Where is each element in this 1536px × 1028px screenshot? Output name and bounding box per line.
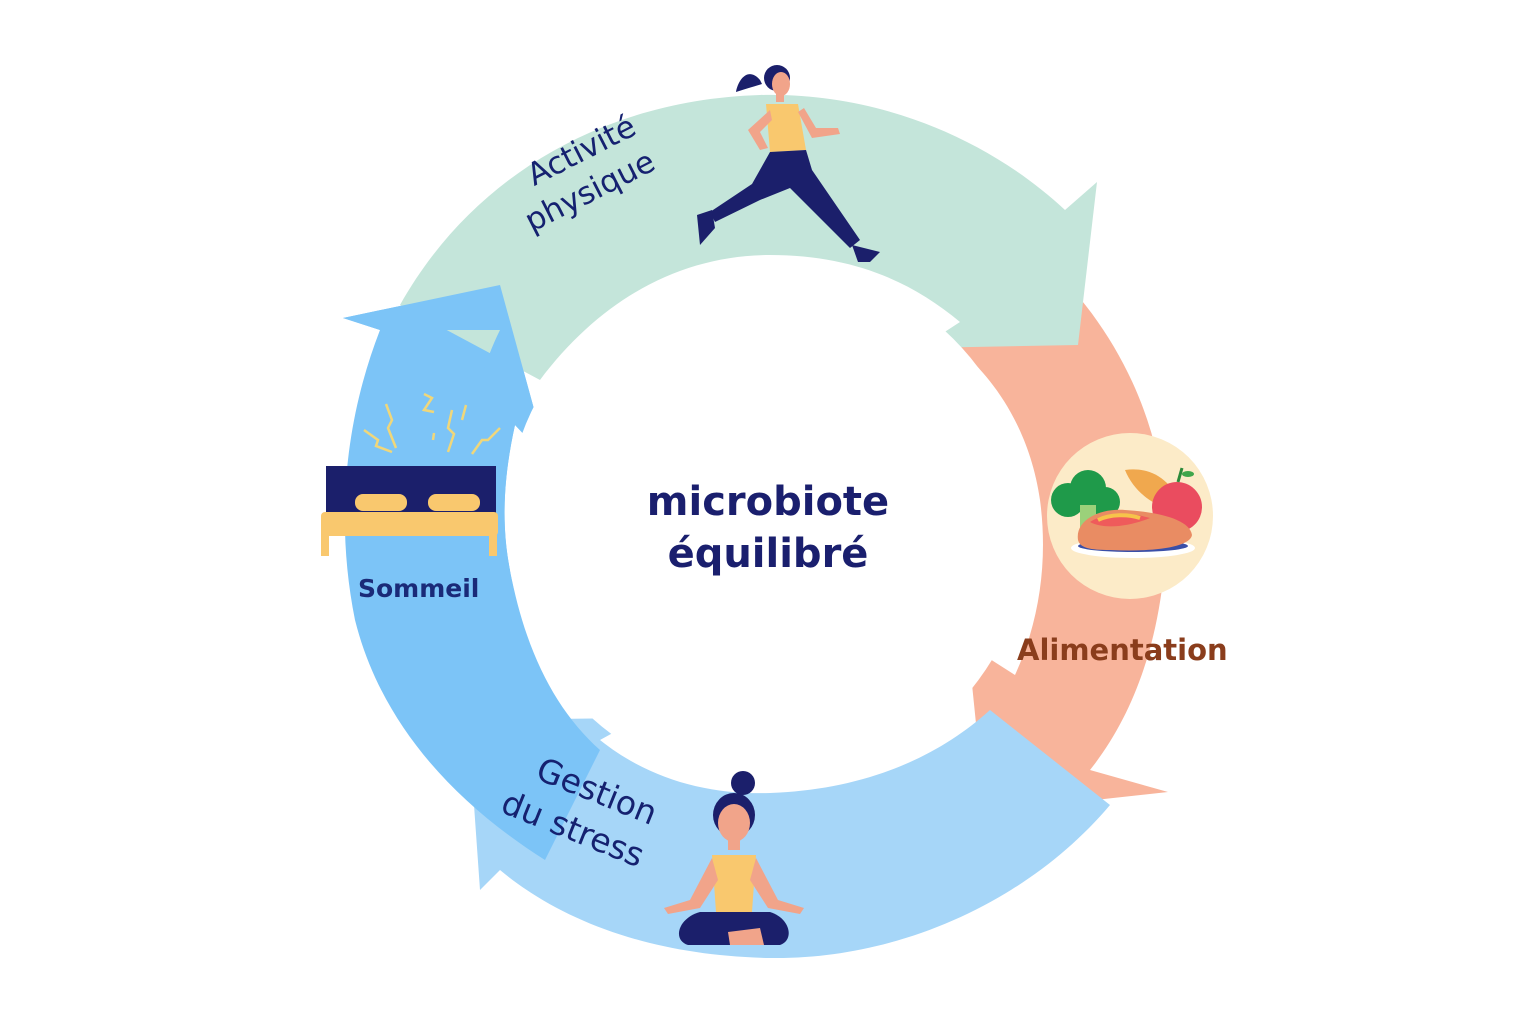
arrow-head-sleep bbox=[343, 285, 548, 580]
bed-icon bbox=[321, 392, 501, 556]
center-title: microbiote équilibré bbox=[568, 476, 968, 580]
arrow-segment-stress bbox=[468, 710, 1110, 959]
center-circle bbox=[506, 262, 1030, 786]
label-alimentation: Alimentation bbox=[1017, 633, 1228, 667]
label-sommeil: Sommeil bbox=[358, 574, 480, 603]
healthy-food-plate-icon bbox=[1047, 433, 1213, 599]
center-title-line1: microbiote bbox=[646, 479, 890, 525]
center-title-line2: équilibré bbox=[667, 531, 869, 577]
snore-lines-icon bbox=[363, 392, 501, 455]
meditating-woman-icon bbox=[664, 771, 804, 945]
running-woman-icon bbox=[697, 65, 880, 262]
arrow-segment-activity bbox=[400, 94, 1097, 381]
